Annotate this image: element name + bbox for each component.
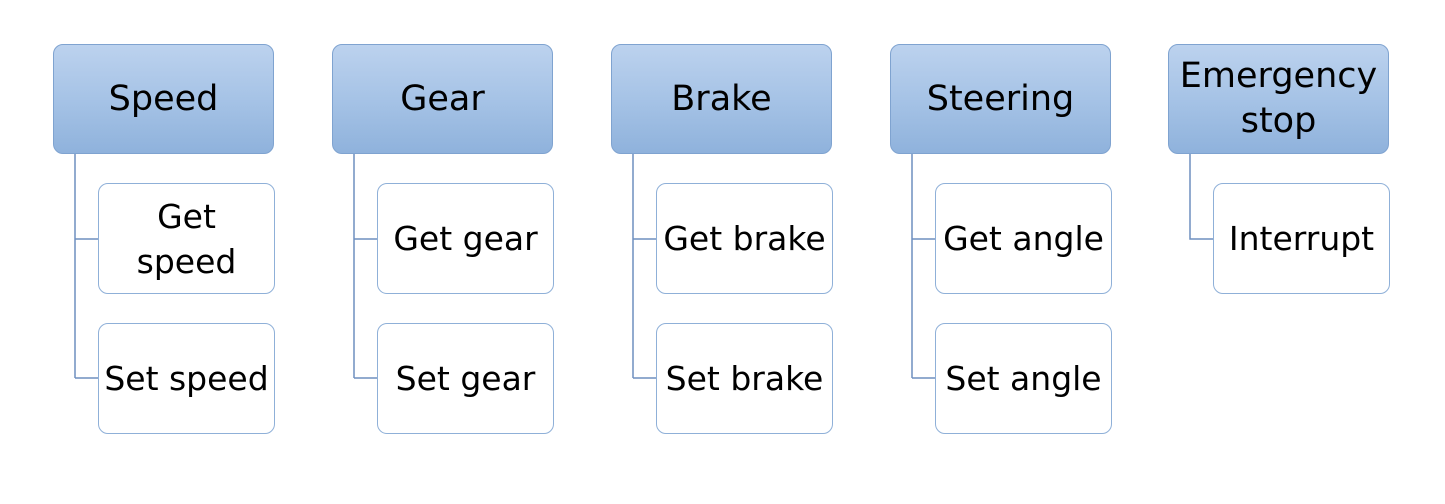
child-box-label: Interrupt [1228,219,1375,258]
child-box-set-speed: Set speed [98,323,275,434]
connector-emergency-stop [1189,154,1213,240]
child-box-get-brake: Get brake [656,183,833,294]
connector-brake [632,154,656,379]
child-box-get-gear: Get gear [377,183,554,294]
group-header-steering: Steering [890,44,1111,154]
child-box-label: Get speed [136,196,237,281]
group-header-speed: Speed [53,44,274,154]
child-box-label: Get gear [393,219,538,258]
group-header-label: Brake [671,78,772,119]
connector-steering [911,154,935,379]
child-box-label: Get brake [663,219,826,258]
group-header-brake: Brake [611,44,832,154]
child-box-set-angle: Set angle [935,323,1112,434]
group-header-label: Gear [400,78,485,119]
connector-speed [74,154,98,379]
group-header-label: Emergency stop [1179,56,1378,141]
child-box-get-speed: Get speed [98,183,275,294]
child-box-get-angle: Get angle [935,183,1112,294]
child-box-label: Set brake [665,359,824,398]
child-box-label: Get angle [943,219,1104,258]
child-box-label: Set gear [395,359,536,398]
child-box-interrupt: Interrupt [1213,183,1390,294]
group-header-gear: Gear [332,44,553,154]
group-header-emergency-stop: Emergency stop [1168,44,1389,154]
group-header-label: Speed [108,78,219,119]
child-box-set-brake: Set brake [656,323,833,434]
group-header-label: Steering [926,78,1075,119]
child-box-set-gear: Set gear [377,323,554,434]
connector-gear [353,154,377,379]
child-box-label: Set angle [945,359,1102,398]
child-box-label: Set speed [104,359,269,398]
